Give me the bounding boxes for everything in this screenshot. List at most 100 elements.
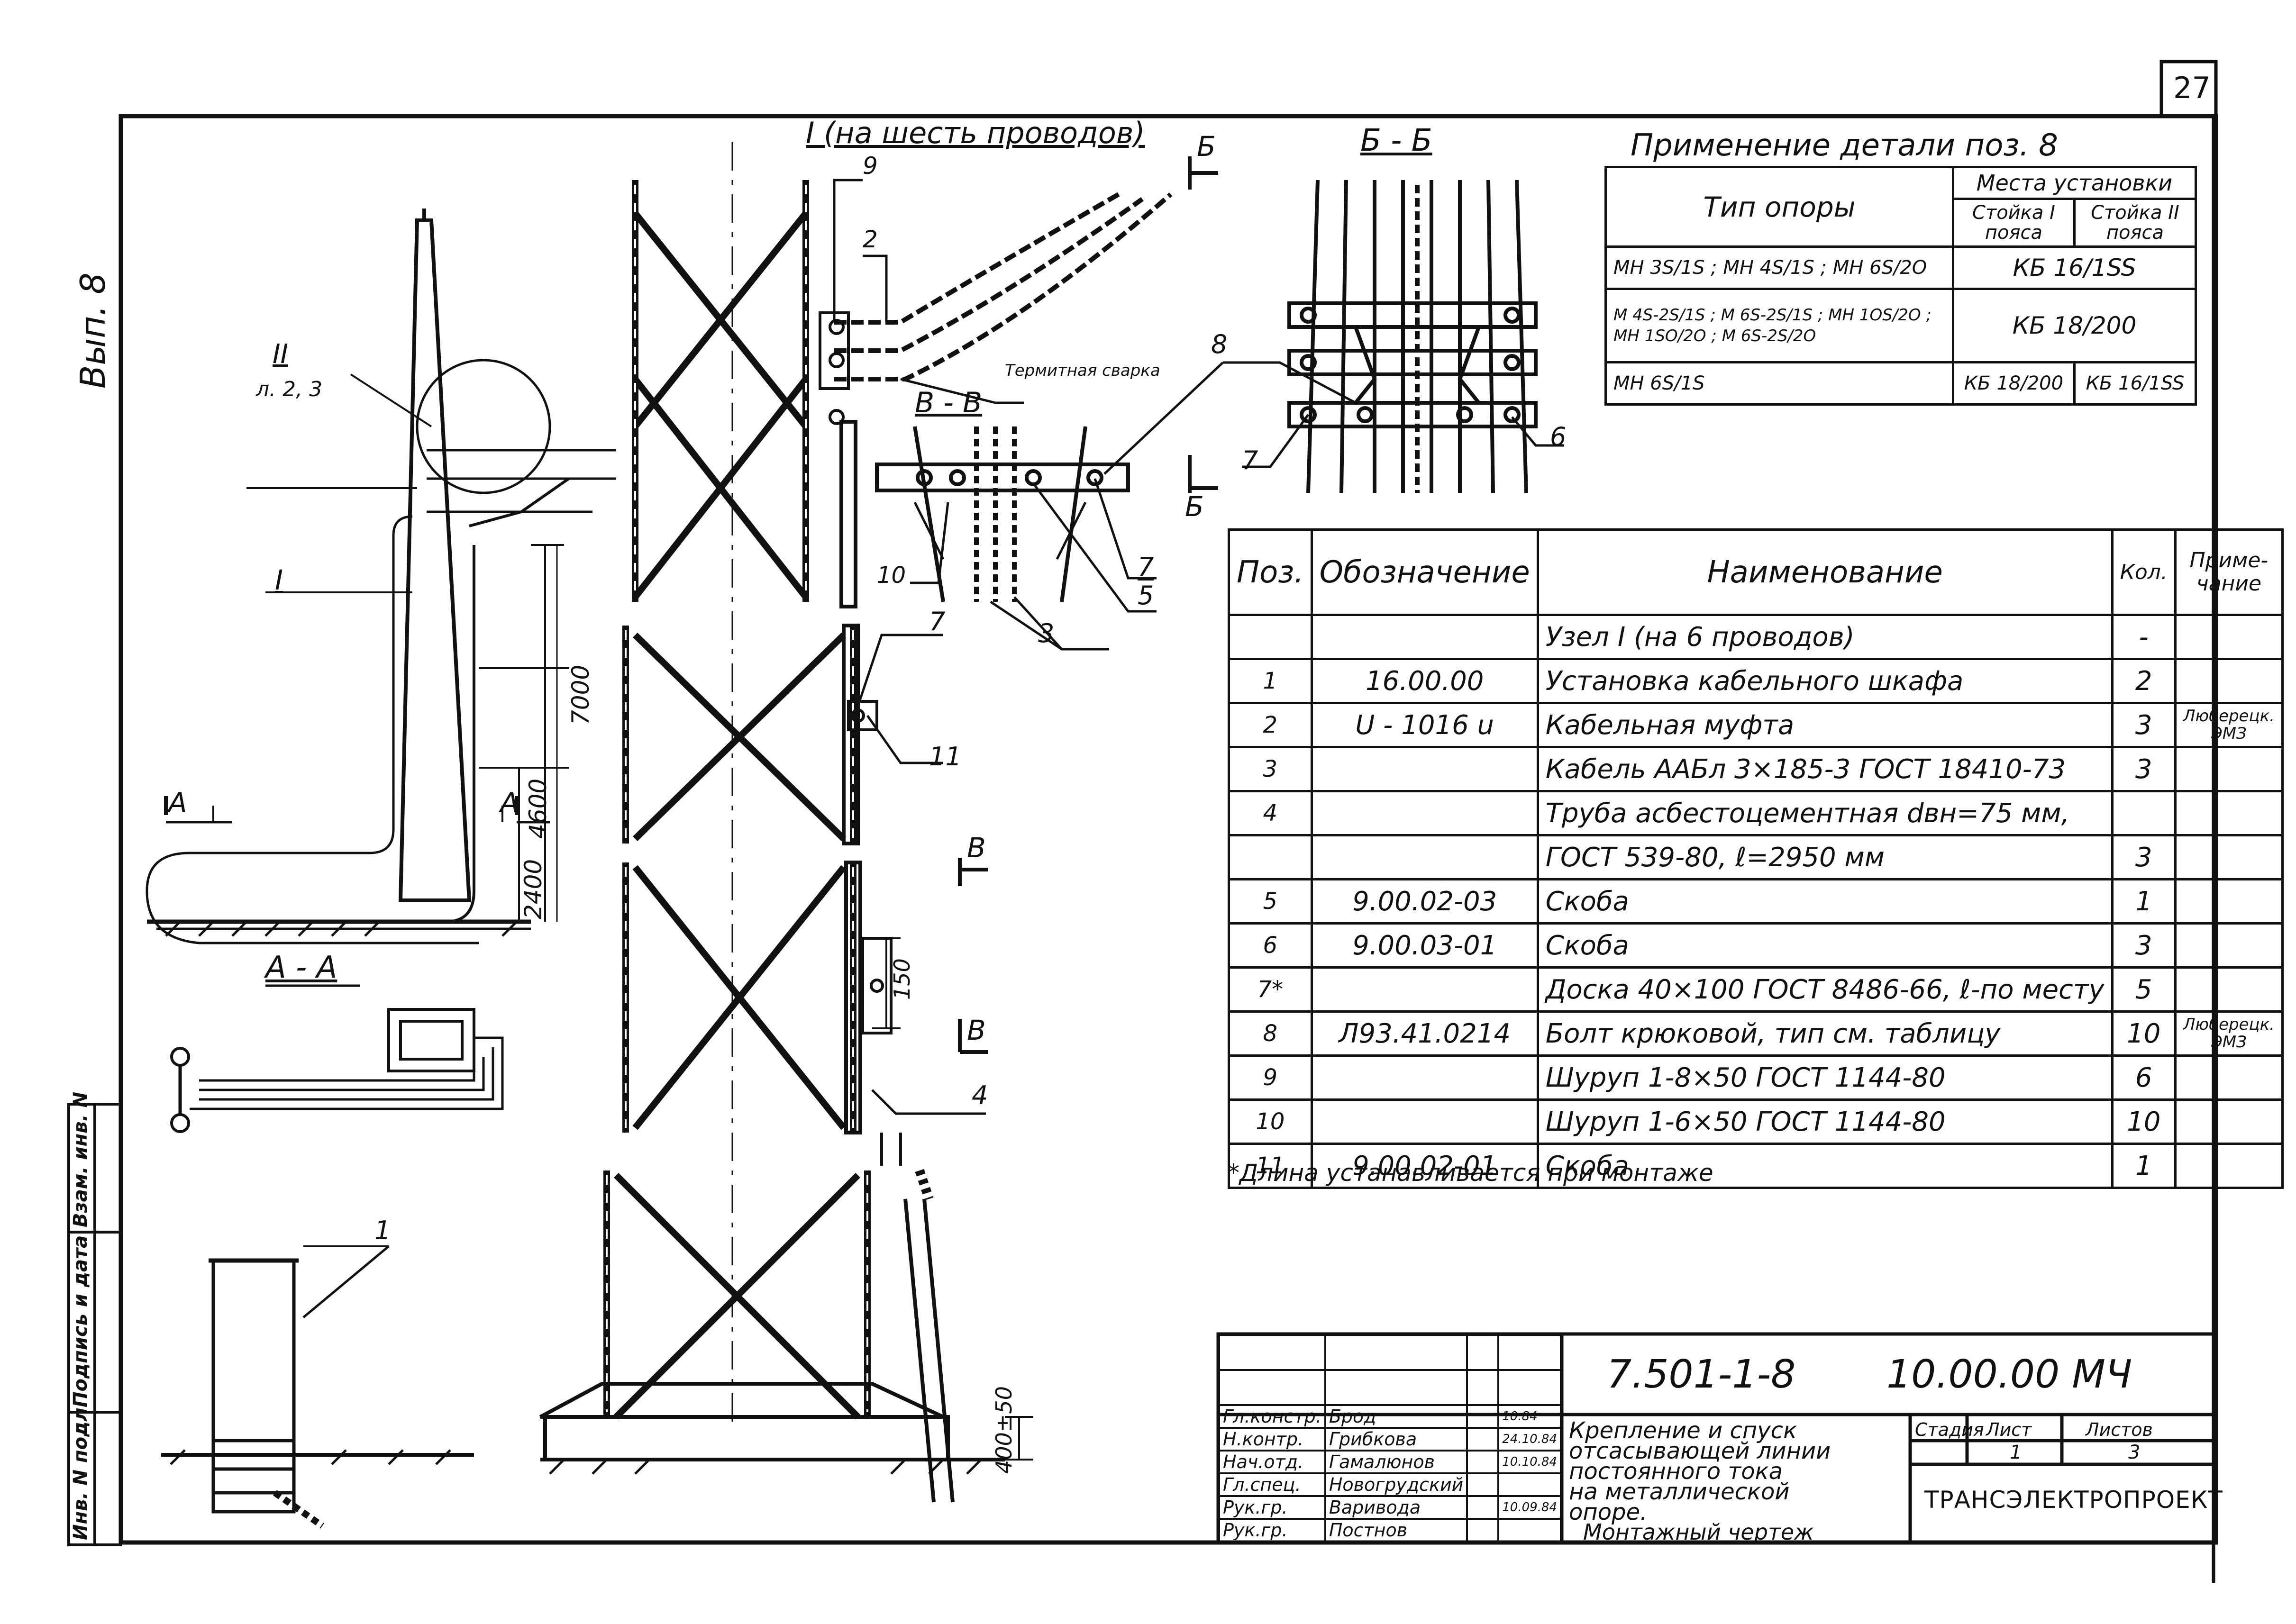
- callout-9: 9: [863, 152, 878, 180]
- spec-cell-designation: [1310, 746, 1539, 792]
- drawing-title-4: на металлической: [1569, 1479, 1790, 1505]
- dimension-lines: [872, 937, 1033, 1461]
- callout-6: 6: [1550, 422, 1567, 452]
- spec-cell-note: [2174, 790, 2284, 836]
- signature-name: Постнов: [1324, 1518, 1468, 1542]
- section-vv: [875, 426, 1130, 602]
- app-col-type: Тип опоры: [1604, 166, 1954, 248]
- signature-role: Нач.отд.: [1218, 1450, 1326, 1474]
- signature-sign: [1466, 1427, 1500, 1452]
- spec-cell-name: Скоба: [1536, 1143, 2114, 1189]
- spec-cell-note: [2174, 1143, 2284, 1189]
- spec-cell-name: Установка кабельного шкафа: [1536, 658, 2114, 704]
- spec-cell-note: [2174, 1054, 2284, 1101]
- app-row-3-belt1: КБ 18/200: [1952, 361, 2076, 406]
- spec-cell-name: Шуруп 1-8×50 ГОСТ 1144-80: [1536, 1054, 2114, 1101]
- dim-7000: 7000: [567, 664, 594, 725]
- spec-footnote: *Длина устанавливается при монтаже: [1228, 1159, 1713, 1187]
- spec-cell-note: [2174, 966, 2284, 1013]
- spec-cell-pos: 8: [1228, 1010, 1313, 1057]
- spec-cell-qty: 1: [2111, 1143, 2177, 1189]
- spec-cell-name: Узел I (на 6 проводов): [1536, 614, 2114, 660]
- signature-name: Гамалюнов: [1324, 1450, 1468, 1474]
- spec-cell-note: [2174, 746, 2284, 792]
- drawing-title-5: опоре.: [1569, 1499, 1648, 1525]
- spec-cell-qty: 3: [2111, 702, 2177, 748]
- signature-role: Рук.гр.: [1218, 1495, 1326, 1520]
- sheet-value: 1: [2010, 1442, 2022, 1463]
- dim-4600: 4600: [524, 778, 552, 839]
- drawing-title-6: Монтажный чертеж: [1583, 1519, 1814, 1545]
- app-row-2-value: КБ 18/200: [1952, 288, 2197, 363]
- spec-cell-designation: 9.00.02-03: [1310, 878, 1539, 925]
- spec-cell-note: [2174, 922, 2284, 969]
- organization: ТРАНСЭЛЕКТРОПРОЕКТ: [1924, 1486, 2223, 1514]
- marker-A-left: А: [168, 787, 187, 819]
- section-bb-title: Б - Б: [1360, 123, 1432, 158]
- spec-cell-pos: [1228, 614, 1313, 660]
- spec-cell-note: [2174, 658, 2284, 704]
- signature-sign: [1466, 1495, 1500, 1520]
- callout-11: 11: [929, 742, 962, 771]
- marker-V-bottom: В: [967, 1014, 986, 1046]
- section-aa-title: А - А: [265, 950, 337, 985]
- spec-cell-qty: 2: [2111, 658, 2177, 704]
- spec-cell-pos: 1: [1228, 658, 1313, 704]
- marker-B-top: Б: [1197, 130, 1216, 163]
- section-markers: [164, 156, 1218, 1054]
- spec-cell-name: Труба асбестоцементная dвн=75 мм,: [1536, 790, 2114, 836]
- spec-cell-pos: [1228, 834, 1313, 880]
- signature-role: Гл.спец.: [1218, 1472, 1326, 1497]
- spec-cell-designation: [1310, 614, 1539, 660]
- spec-cell-note: [2174, 1098, 2284, 1145]
- ground-hatch-tower: [549, 1459, 982, 1475]
- marker-B-bottom: Б: [1185, 490, 1204, 523]
- drawing-title-3: постоянного тока: [1569, 1458, 1783, 1485]
- side-stamp-replace: Взам. инв. N: [70, 1091, 91, 1227]
- app-col-belt2: Стойка II пояса: [2073, 198, 2197, 248]
- spec-cell-pos: 11: [1228, 1143, 1313, 1189]
- spec-cell-qty: 10: [2111, 1010, 2177, 1057]
- signature-name: Грибкова: [1324, 1427, 1468, 1452]
- app-row-3-belt2: КБ 16/1SS: [2073, 361, 2197, 406]
- spec-cell-qty: 3: [2111, 834, 2177, 880]
- spec-cell-name: Шуруп 1-6×50 ГОСТ 1144-80: [1536, 1098, 2114, 1145]
- spec-cell-name: Кабельная муфта: [1536, 702, 2114, 748]
- callout-10: 10: [877, 562, 906, 589]
- marker-V-top: В: [967, 832, 986, 864]
- spec-cell-note: [2174, 614, 2284, 660]
- signature-row: Гл.спец.Новогрудский: [1218, 1472, 1562, 1497]
- spec-cell-qty: 6: [2111, 1054, 2177, 1101]
- drawing-title-2: отсасывающей линии: [1569, 1438, 1831, 1464]
- spec-header-name: Наименование: [1536, 528, 2114, 616]
- callout-3: 3: [1038, 618, 1055, 648]
- node-II-label: II: [273, 339, 289, 370]
- issue-mark: Вып. 8: [73, 272, 113, 389]
- spec-cell-designation: Л93.41.0214: [1310, 1010, 1539, 1057]
- spec-cell-designation: [1310, 1098, 1539, 1145]
- application-table-title: Применение детали поз. 8: [1631, 128, 2058, 163]
- spec-cell-pos: 7*: [1228, 966, 1313, 1013]
- spec-cell-note: [2174, 834, 2284, 880]
- signature-date: [1497, 1472, 1562, 1497]
- application-table: Тип опоры Места установки Стойка I пояса…: [1604, 166, 2197, 406]
- callout-7-a: 7: [1242, 445, 1258, 475]
- spec-cell-qty: 5: [2111, 966, 2177, 1013]
- spec-cell-designation: [1310, 834, 1539, 880]
- signature-name: Новогрудский: [1324, 1472, 1468, 1497]
- spec-cell-designation: U - 1016 u: [1310, 702, 1539, 748]
- side-stamp-sign: Подпись и дата: [70, 1235, 91, 1407]
- spec-cell-name: Скоба: [1536, 878, 2114, 925]
- dim-2400: 2400: [519, 859, 547, 919]
- spec-cell-qty: 3: [2111, 922, 2177, 969]
- spec-cell-designation: 16.00.00: [1310, 658, 1539, 704]
- signature-date: [1497, 1518, 1562, 1542]
- doc-code: 7.501-1-8: [1607, 1352, 1796, 1397]
